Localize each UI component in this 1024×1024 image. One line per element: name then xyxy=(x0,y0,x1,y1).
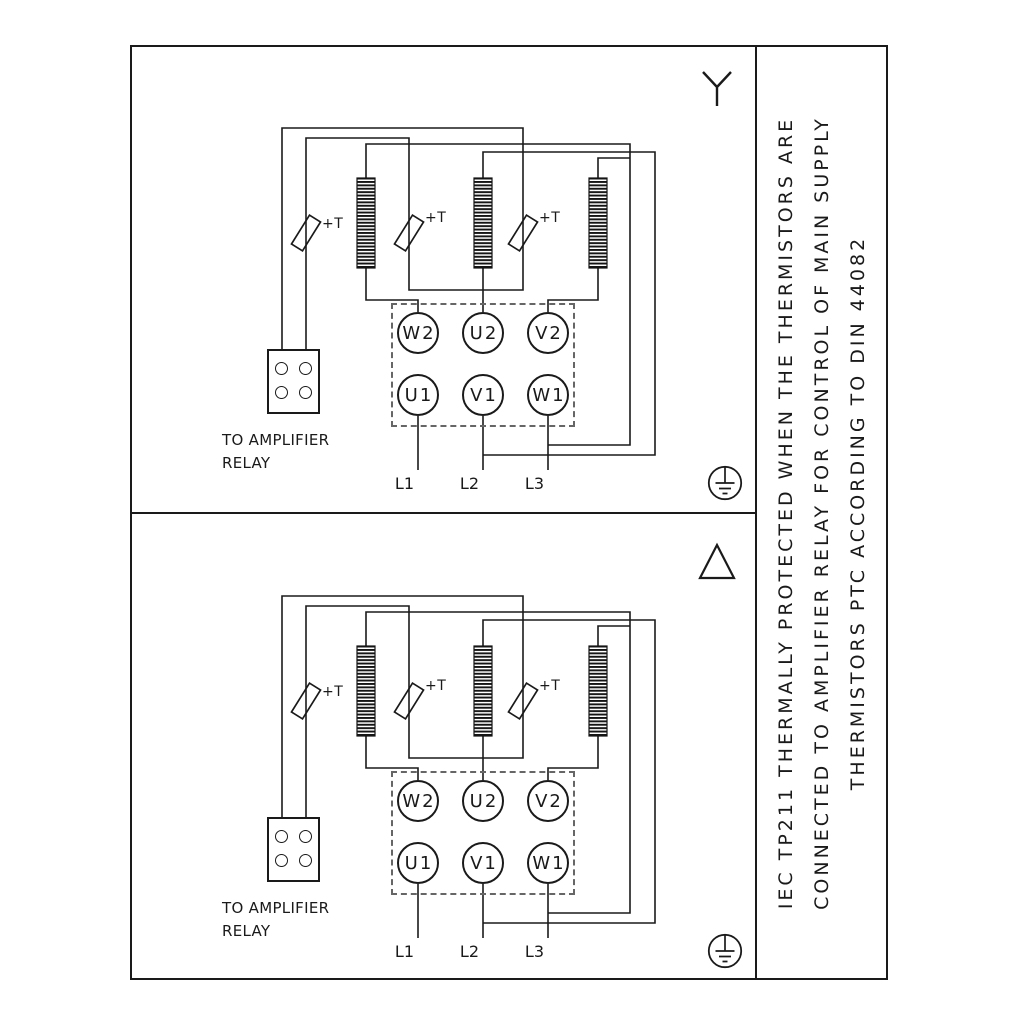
relay-note-line: TO AMPLIFIER xyxy=(222,899,330,917)
relay-note-line: RELAY xyxy=(222,454,271,472)
amplifier-relay-terminal-block xyxy=(267,817,320,882)
terminal-w1: W1 xyxy=(527,842,569,884)
terminal-w2: W2 xyxy=(397,312,439,354)
terminal-u2: U2 xyxy=(462,780,504,822)
terminal-u2: U2 xyxy=(462,312,504,354)
supply-label-l2: L2 xyxy=(459,942,479,961)
terminal-v2: V2 xyxy=(527,312,569,354)
terminal-label: V2 xyxy=(535,790,563,812)
terminal-v1: V1 xyxy=(462,842,504,884)
supply-label-l1: L1 xyxy=(394,942,414,961)
relay-pin xyxy=(275,362,288,375)
relay-note: TO AMPLIFIER RELAY xyxy=(222,897,329,943)
terminal-label: U2 xyxy=(469,322,499,344)
relay-note-line: RELAY xyxy=(222,922,271,940)
wiring-lines xyxy=(281,127,656,470)
thermistor-label: +T xyxy=(322,684,344,700)
terminal-label: U2 xyxy=(469,790,499,812)
relay-pin xyxy=(299,830,312,843)
supply-label-l3: L3 xyxy=(524,474,544,493)
wiring-lines xyxy=(281,595,656,938)
terminal-board-outline xyxy=(391,771,575,895)
relay-pin xyxy=(275,386,288,399)
terminal-label: W1 xyxy=(532,384,566,406)
terminal-label: W2 xyxy=(402,322,436,344)
relay-pin xyxy=(275,854,288,867)
earth-ground-icon xyxy=(707,933,743,969)
terminal-label: U1 xyxy=(404,384,434,406)
terminal-label: V1 xyxy=(470,852,498,874)
terminal-u1: U1 xyxy=(397,842,439,884)
terminal-board-outline xyxy=(391,303,575,427)
terminal-u1: U1 xyxy=(397,374,439,416)
relay-pin xyxy=(299,362,312,375)
terminal-v2: V2 xyxy=(527,780,569,822)
terminal-label: W1 xyxy=(532,852,566,874)
amplifier-relay-terminal-block xyxy=(267,349,320,414)
terminal-v1: V1 xyxy=(462,374,504,416)
thermistor-label: +T xyxy=(539,678,561,694)
terminal-label: V2 xyxy=(535,322,563,344)
delta-connection-icon xyxy=(698,542,736,580)
terminal-label: U1 xyxy=(404,852,434,874)
panel-delta: W2 U2 V2 U1 V1 W1 +T +T +T TO AMPLIFIER … xyxy=(130,513,755,981)
relay-note-line: TO AMPLIFIER xyxy=(222,431,330,449)
supply-label-l1: L1 xyxy=(394,474,414,493)
motor-winding xyxy=(356,177,608,269)
relay-pin xyxy=(275,830,288,843)
supply-label-l3: L3 xyxy=(524,942,544,961)
relay-pin xyxy=(299,386,312,399)
thermistor-label: +T xyxy=(539,210,561,226)
panel-divider xyxy=(130,512,757,514)
terminal-w1: W1 xyxy=(527,374,569,416)
thermistor-label: +T xyxy=(425,678,447,694)
panel-star: W2 U2 V2 U1 V1 W1 +T +T +T TO AMPLIFIER … xyxy=(130,45,755,513)
earth-ground-icon xyxy=(707,465,743,501)
relay-note: TO AMPLIFIER RELAY xyxy=(222,429,329,475)
supply-label-l2: L2 xyxy=(459,474,479,493)
thermistor-label: +T xyxy=(425,210,447,226)
star-connection-icon xyxy=(702,71,732,106)
thermistor-label: +T xyxy=(322,216,344,232)
terminal-label: W2 xyxy=(402,790,436,812)
relay-pin xyxy=(299,854,312,867)
motor-winding xyxy=(356,645,608,737)
terminal-label: V1 xyxy=(470,384,498,406)
terminal-w2: W2 xyxy=(397,780,439,822)
